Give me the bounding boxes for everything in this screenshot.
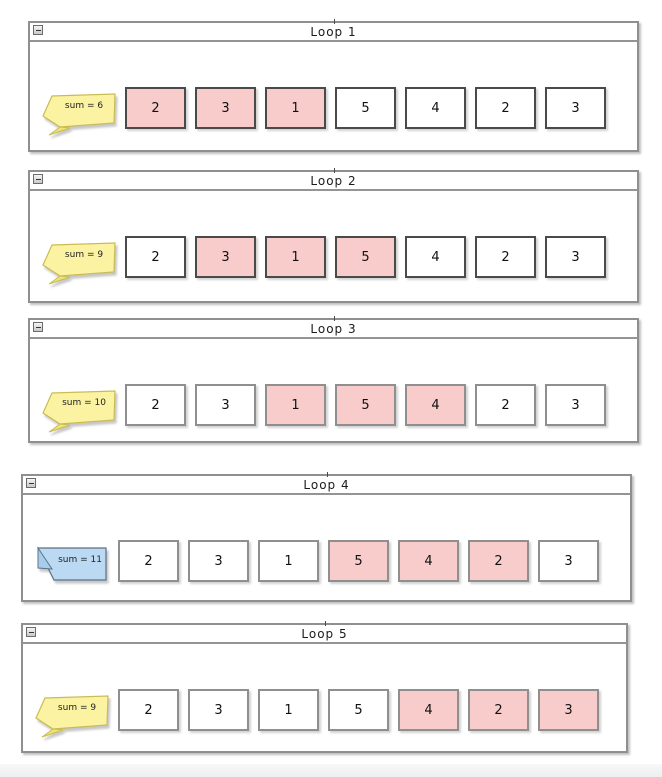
array-cell: 4 — [405, 87, 466, 129]
array-cell: 2 — [125, 87, 186, 129]
sum-note-yellow: sum = 9 — [40, 241, 118, 289]
center-tick — [333, 316, 335, 321]
array-cell: 2 — [468, 689, 529, 731]
array-cell: 5 — [328, 689, 389, 731]
array-cell: 3 — [538, 540, 599, 582]
sum-label: sum = 10 — [62, 398, 106, 408]
array-cell: 4 — [405, 384, 466, 426]
collapse-icon[interactable] — [26, 627, 36, 637]
sum-note-yellow: sum = 6 — [40, 92, 118, 140]
sum-note-yellow: sum = 10 — [40, 389, 118, 437]
panel-title: Loop 1 — [310, 24, 357, 39]
array-cell: 1 — [265, 384, 326, 426]
center-tick — [324, 621, 326, 626]
array-cell: 3 — [545, 236, 606, 278]
array-cell: 2 — [475, 384, 536, 426]
panel-title: Loop 2 — [310, 173, 357, 188]
array-cell: 1 — [258, 689, 319, 731]
panel-header: Loop 5 — [23, 621, 626, 644]
array-cell: 1 — [265, 236, 326, 278]
array-cell: 3 — [545, 87, 606, 129]
sticky-note-shape — [42, 242, 116, 285]
center-tick — [333, 168, 335, 173]
array-cell: 2 — [118, 689, 179, 731]
array-cell: 2 — [468, 540, 529, 582]
array-cell: 5 — [335, 236, 396, 278]
center-tick — [326, 472, 328, 477]
array-cell: 4 — [398, 689, 459, 731]
array-cell: 2 — [125, 236, 186, 278]
array-cell: 3 — [195, 384, 256, 426]
panel-header: Loop 4 — [23, 472, 630, 495]
panel-header: Loop 1 — [30, 19, 637, 42]
sum-label: sum = 6 — [64, 101, 104, 111]
panel-title: Loop 3 — [310, 321, 357, 336]
collapse-icon[interactable] — [26, 478, 36, 488]
sticky-note-shape — [35, 695, 109, 738]
window-bottom-edge — [0, 764, 662, 777]
array-cell: 4 — [405, 236, 466, 278]
collapse-icon[interactable] — [33, 25, 43, 35]
panel-title: Loop 4 — [303, 477, 350, 492]
sticky-note-shape — [42, 390, 116, 433]
array-cell: 3 — [195, 236, 256, 278]
center-tick — [333, 19, 335, 24]
sum-label: sum = 9 — [57, 703, 97, 713]
sum-note-yellow: sum = 9 — [33, 694, 111, 742]
panel-header: Loop 3 — [30, 316, 637, 339]
array-cell: 3 — [538, 689, 599, 731]
array-cell: 2 — [125, 384, 186, 426]
panel-header: Loop 2 — [30, 168, 637, 191]
sticky-note-shape — [42, 93, 116, 136]
panel-title: Loop 5 — [301, 626, 348, 641]
array-cell: 3 — [545, 384, 606, 426]
collapse-icon[interactable] — [33, 174, 43, 184]
array-cell: 2 — [475, 236, 536, 278]
array-cell: 3 — [188, 689, 249, 731]
collapse-icon[interactable] — [33, 322, 43, 332]
array-cell: 3 — [195, 87, 256, 129]
array-cell: 3 — [188, 540, 249, 582]
array-cell: 1 — [258, 540, 319, 582]
array-cell: 2 — [475, 87, 536, 129]
folded-note-shape — [37, 546, 107, 581]
array-cell: 1 — [265, 87, 326, 129]
array-cell: 5 — [328, 540, 389, 582]
array-cell: 4 — [398, 540, 459, 582]
array-cell: 5 — [335, 384, 396, 426]
sum-label: sum = 11 — [58, 555, 102, 565]
array-cell: 5 — [335, 87, 396, 129]
sum-note-blue: sum = 11 — [33, 545, 111, 593]
sum-label: sum = 9 — [64, 250, 104, 260]
array-cell: 2 — [118, 540, 179, 582]
